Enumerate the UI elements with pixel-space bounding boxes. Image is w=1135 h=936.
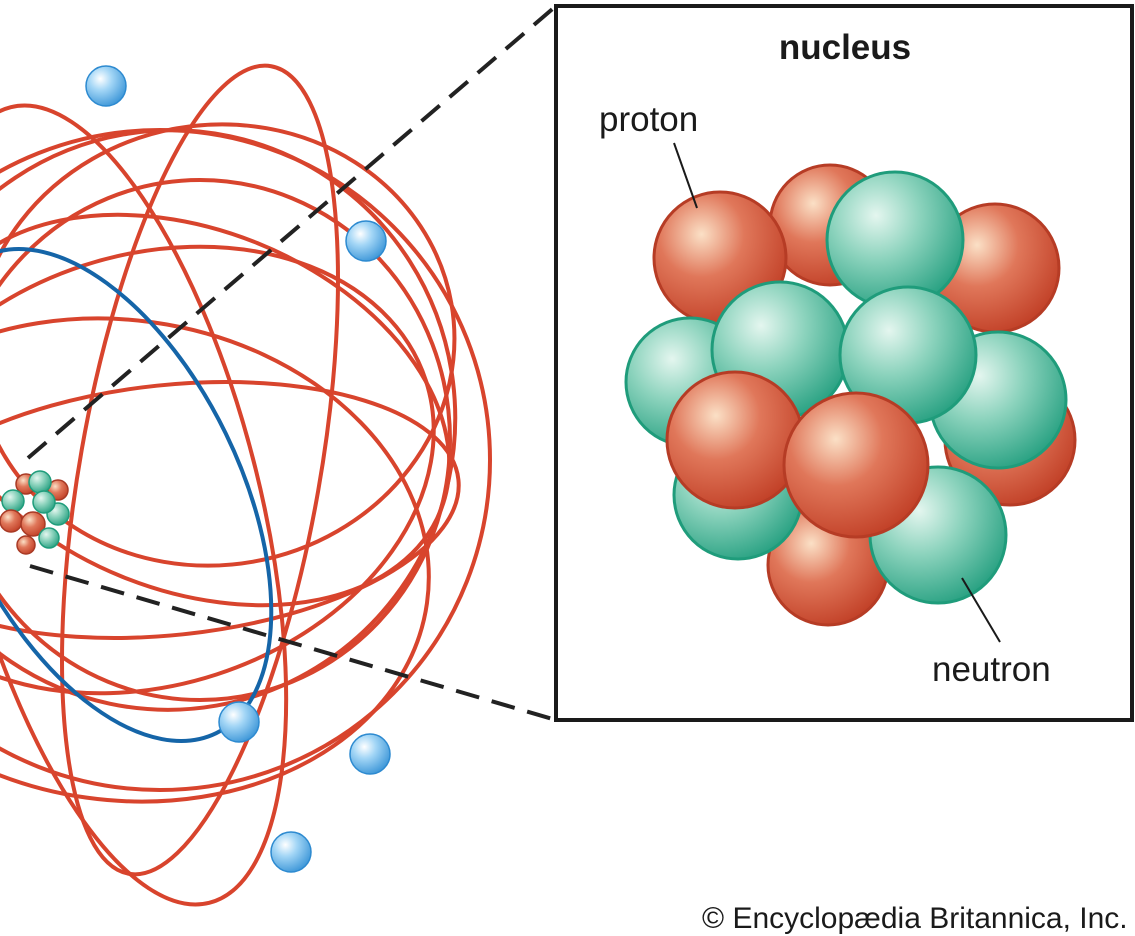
neutron [28,470,52,494]
electrons [85,65,391,873]
zoom-lines [26,4,558,722]
proton-label: proton [599,100,699,139]
electron [85,65,127,107]
outer-electron-orbits [0,63,492,907]
electron [349,733,391,775]
proton [782,391,930,539]
zoom-line-lower [29,564,557,722]
electron [270,831,312,873]
proton [16,535,36,555]
orbit [0,247,274,743]
proton [20,511,46,537]
copyright-credit: © Encyclopædia Britannica, Inc. [702,902,1128,935]
electron [345,220,387,262]
orbit [0,380,461,640]
orbit [0,178,452,702]
atom-nucleus [0,470,70,555]
orbit [0,316,431,804]
proton [0,509,23,533]
neutron-leader [961,577,1001,643]
neutron [38,527,60,549]
neutron-label: neutron [932,650,1051,689]
orbit [0,212,452,608]
orbit [0,103,289,907]
neutron [32,490,56,514]
zoom-line-upper [26,4,558,460]
nucleus-detail [624,163,1077,627]
orbit [0,122,457,568]
electron [218,701,260,743]
orbit [60,63,340,877]
proton-leader [673,142,698,209]
inset-title: nucleus [778,28,912,67]
neutron [1,489,25,513]
proton [665,370,805,510]
inner-electron-orbit [0,247,274,743]
label-leaders [673,142,1001,643]
